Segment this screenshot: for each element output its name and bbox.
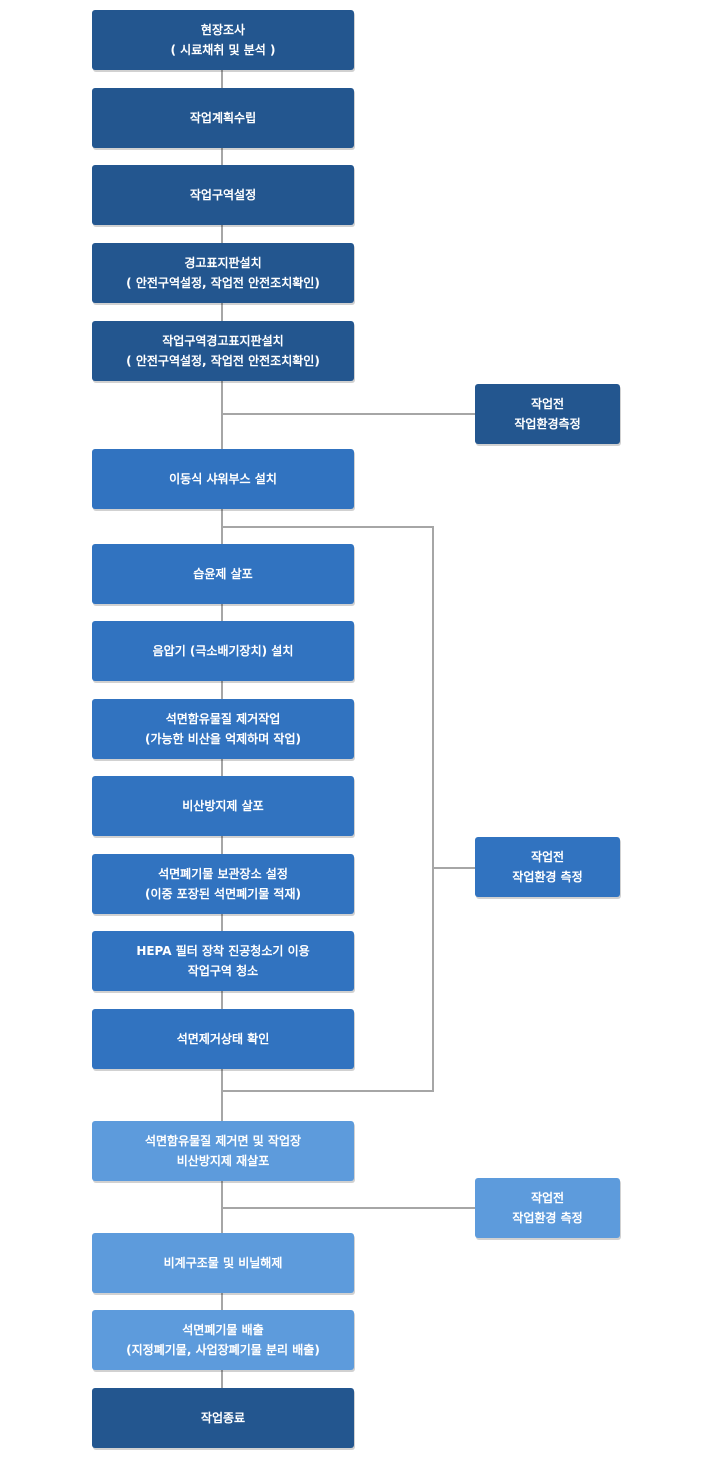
side-measurement-3: 작업전 작업환경 측정 — [475, 1178, 620, 1238]
step-label: 작업구역설정 — [189, 188, 257, 202]
step-label: 석면함유물질 제거면 및 작업장 — [144, 1134, 302, 1148]
step-warning-sign: 경고표지판설치 ( 안전구역설정, 작업전 안전조치확인) — [92, 243, 354, 303]
side-measurement-2: 작업전 작업환경 측정 — [475, 837, 620, 897]
step-label: HEPA 필터 장착 진공청소기 이용 — [136, 944, 310, 958]
step-reapply-anti-scatter: 석면함유물질 제거면 및 작업장 비산방지제 재살포 — [92, 1121, 354, 1181]
step-label: 석면함유물질 제거작업 — [165, 712, 281, 726]
step-negative-pressure: 음압기 (극소배기장치) 설치 — [92, 621, 354, 681]
side-sublabel: 작업환경측정 — [514, 417, 581, 431]
step-work-end: 작업종료 — [92, 1388, 354, 1448]
step-wetting-agent: 습윤제 살포 — [92, 544, 354, 604]
step-label: 경고표지판설치 — [184, 256, 262, 270]
branch-line-3 — [222, 1207, 475, 1209]
step-label: 현장조사 — [200, 23, 246, 37]
step-waste-discharge: 석면폐기물 배출 (지정폐기물, 사업장폐기물 분리 배출) — [92, 1310, 354, 1370]
step-sublabel: ( 안전구역설정, 작업전 안전조치확인) — [126, 276, 320, 290]
step-zone-warning-sign: 작업구역경고표지판설치 ( 안전구역설정, 작업전 안전조치확인) — [92, 321, 354, 381]
step-label: 비산방지제 살포 — [182, 799, 264, 813]
step-label: 석면폐기물 배출 — [182, 1323, 264, 1337]
branch-line-1 — [222, 413, 475, 415]
step-sublabel: (지정폐기물, 사업장폐기물 분리 배출) — [126, 1343, 320, 1357]
step-sublabel: ( 안전구역설정, 작업전 안전조치확인) — [126, 354, 320, 368]
side-label: 작업전 — [530, 1191, 565, 1205]
side-label: 작업전 — [530, 850, 565, 864]
step-label: 비계구조물 및 비닐해제 — [163, 1256, 283, 1270]
step-work-zone-setup: 작업구역설정 — [92, 165, 354, 225]
step-label: 석면제거상태 확인 — [176, 1032, 270, 1046]
step-sublabel: (이중 포장된 석면폐기물 적재) — [145, 887, 301, 901]
step-waste-storage: 석면폐기물 보관장소 설정 (이중 포장된 석면폐기물 적재) — [92, 854, 354, 914]
step-hepa-cleaning: HEPA 필터 장착 진공청소기 이용 작업구역 청소 — [92, 931, 354, 991]
bracket-top-line — [222, 526, 433, 528]
step-anti-scatter: 비산방지제 살포 — [92, 776, 354, 836]
step-sublabel: (가능한 비산을 억제하며 작업) — [145, 732, 301, 746]
step-shower-booth: 이동식 샤워부스 설치 — [92, 449, 354, 509]
side-label: 작업전 — [530, 397, 565, 411]
side-sublabel: 작업환경 측정 — [512, 1211, 583, 1225]
step-label: 작업구역경고표지판설치 — [162, 334, 284, 348]
bracket-vertical-line — [432, 526, 434, 1092]
step-label: 작업계획수립 — [189, 111, 257, 125]
step-removal-check: 석면제거상태 확인 — [92, 1009, 354, 1069]
step-sublabel: 비산방지제 재살포 — [176, 1154, 270, 1168]
step-label: 이동식 샤워부스 설치 — [169, 472, 277, 486]
side-sublabel: 작업환경 측정 — [512, 870, 583, 884]
step-site-survey: 현장조사 ( 시료채취 및 분석 ) — [92, 10, 354, 70]
step-label: 석면폐기물 보관장소 설정 — [158, 867, 288, 881]
step-scaffold-removal: 비계구조물 및 비닐해제 — [92, 1233, 354, 1293]
bracket-bottom-line — [222, 1090, 434, 1092]
step-work-plan: 작업계획수립 — [92, 88, 354, 148]
step-label: 음압기 (극소배기장치) 설치 — [152, 644, 294, 658]
branch-line-2 — [433, 867, 475, 869]
side-measurement-1: 작업전 작업환경측정 — [475, 384, 620, 444]
step-sublabel: ( 시료채취 및 분석 ) — [170, 43, 276, 57]
step-label: 습윤제 살포 — [193, 567, 253, 581]
step-sublabel: 작업구역 청소 — [187, 964, 259, 978]
step-asbestos-removal: 석면함유물질 제거작업 (가능한 비산을 억제하며 작업) — [92, 699, 354, 759]
step-label: 작업종료 — [200, 1411, 246, 1425]
